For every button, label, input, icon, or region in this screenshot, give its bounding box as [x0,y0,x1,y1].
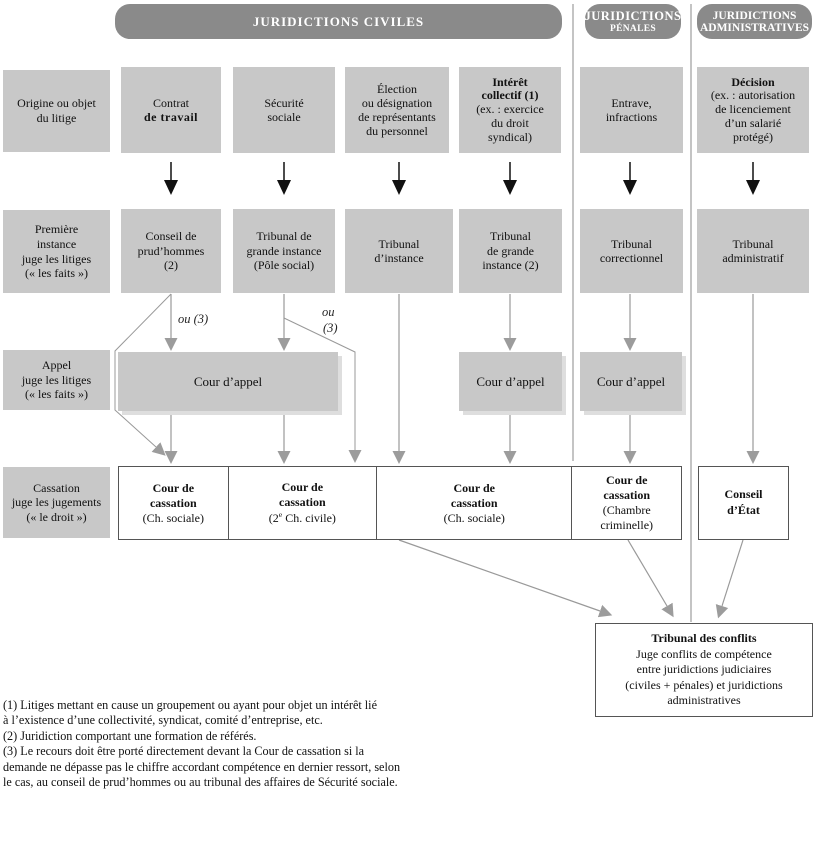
box-cour-appel-civil: Cour d’appel [118,352,338,411]
box-cassation-ch-sociale-1: Cour de cassation (Ch. sociale) [119,467,229,539]
decision-main: Décision [731,74,775,89]
box-cassation-chambre-criminelle: Cour de cassation (Chambre criminelle) [572,467,681,539]
contrat-line1: Contrat [153,95,189,110]
cassation3-sub: (Ch. sociale) [443,510,505,525]
contrat-line2: de travail [144,110,198,124]
arrows-direct [392,294,760,464]
arrows-to-conflicts [398,539,744,619]
box-cassation-ch-sociale-2: Cour de cassation (Ch. sociale) [377,467,573,539]
box-conseil-etat: Conseil d’État [698,466,789,540]
box-tribunal-des-conflits: Tribunal des conflits Juge conflits de c… [595,623,813,717]
box-cassation-2e-ch-civile: Cour de cassation (2e Ch. civile) [229,467,378,539]
box-election-representants: Élection ou désignation de représentants… [345,67,449,153]
box-contrat-de-travail: Contrat de travail [121,67,221,153]
header-civil-label: JURIDICTIONS CIVILES [252,13,425,29]
header-admin-line2: ADMINISTRATIVES [699,21,810,34]
header-juridictions-penales: JURIDICTIONS PÉNALES [585,4,681,39]
interet-sub: (ex. : exercice du droit syndical) [476,102,544,144]
conflicts-title: Tribunal des conflits [651,631,757,646]
cassation4-sub: (Chambre criminelle) [600,503,654,532]
box-cour-appel-tgi2: Cour d’appel [459,352,562,411]
cassation-strip: Cour de cassation (Ch. sociale) Cour de … [118,466,682,540]
box-interet-collectif: Intérêt collectif (1) (ex. : exercice du… [459,67,561,153]
box-entrave-infractions: Entrave, infractions [580,67,683,153]
box-tribunal-administratif: Tribunal administratif [697,209,809,293]
row-label-origine: Origine ou objet du litige [3,70,110,152]
arrows-first-to-appeal [164,294,637,351]
box-tgi-pole-social: Tribunal de grande instance (Pôle social… [233,209,335,293]
row-label-appel: Appel juge les litiges (« les faits ») [3,350,110,410]
footnotes: (1) Litiges mettant en cause un groupeme… [3,698,401,790]
arrows-appeal-to-cassation [164,411,637,464]
box-tribunal-instance: Tribunal d’instance [345,209,453,293]
box-securite-sociale: Sécurité sociale [233,67,335,153]
box-cour-appel-penal: Cour d’appel [580,352,682,411]
decision-sub: (ex. : autorisation de licenciement d’un… [710,88,796,144]
cassation1-sub: (Ch. sociale) [142,510,204,525]
row-label-premiere-instance: Première instance juge les litiges (« le… [3,210,110,293]
cassation2-sub: (2e Ch. civile) [268,510,336,525]
arrows-origin-to-first-instance [164,162,760,195]
label-ou-right: ou [322,305,335,319]
header-penal-line1: JURIDICTIONS [584,9,682,23]
box-decision: Décision (ex. : autorisation de licencie… [697,67,809,153]
cassation1-main: Cour de cassation [149,480,197,510]
box-tgi-2: Tribunal de grande instance (2) [459,209,562,293]
box-tribunal-correctionnel: Tribunal correctionnel [580,209,683,293]
header-juridictions-civiles: JURIDICTIONS CIVILES [115,4,562,39]
header-juridictions-administratives: JURIDICTIONS ADMINISTRATIVES [697,4,812,39]
row-label-cassation: Cassation juge les jugements (« le droit… [3,467,110,538]
cassation2-main: Cour de cassation [279,480,326,509]
header-admin-line1: JURIDICTIONS [712,9,797,22]
conflicts-body: Juge conflits de compétence entre juridi… [625,646,783,708]
box-conseil-prudhommes: Conseil de prud’hommes (2) [121,209,221,293]
label-ou3-left: ou (3) [178,312,209,326]
interet-main: Intérêt collectif (1) [481,74,539,103]
bypass-prudhommes-to-cassation [114,293,172,456]
header-penal-line2: PÉNALES [610,24,656,34]
bypass-tgi-social-to-cassation [283,317,362,463]
cassation3-main: Cour de cassation [450,480,498,510]
cassation4-main: Cour de cassation [603,473,651,502]
label-3-right: (3) [323,321,338,335]
